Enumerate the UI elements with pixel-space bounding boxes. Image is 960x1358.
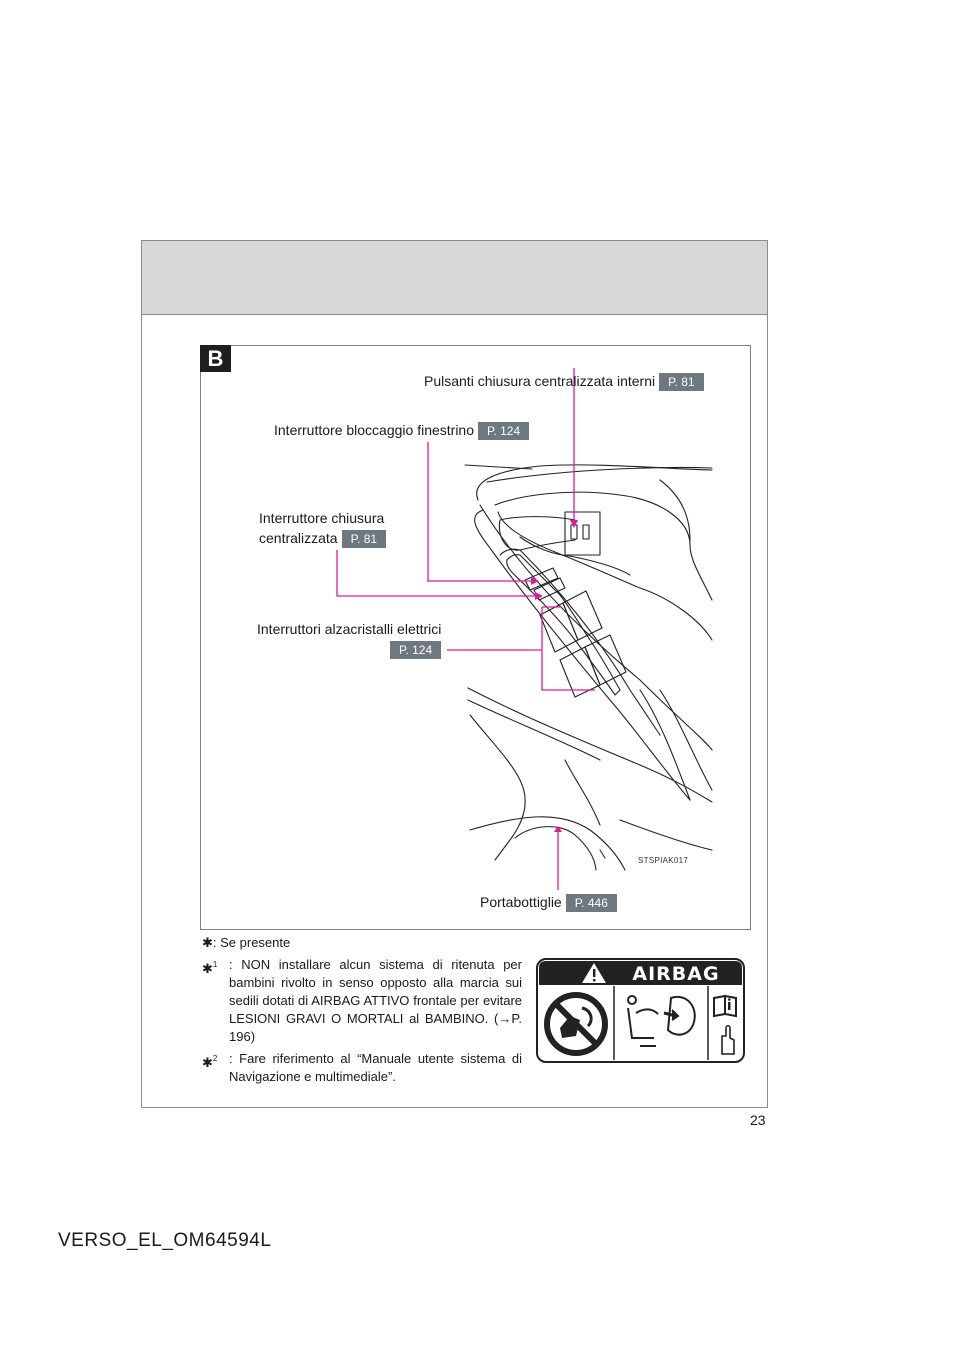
airbag-deploy-icon — [627, 995, 696, 1047]
page-ref-tag[interactable]: P. 124 — [390, 641, 442, 659]
page-ref-tag[interactable]: P. 124 — [478, 422, 530, 441]
warning-triangle-icon — [582, 963, 606, 983]
airbag-title: AIRBAG — [632, 963, 719, 985]
callout-alzacristalli: Interruttori alzacristalli elettrici — [257, 621, 442, 637]
page-number: 23 — [750, 1112, 766, 1128]
page-frame — [141, 240, 768, 1108]
note-2: ✱2 : Fare riferimento al “Manuale utente… — [202, 1051, 522, 1084]
page-ref-tag[interactable]: P. 446 — [565, 894, 617, 913]
illustration-box — [200, 345, 751, 930]
page-ref-tag[interactable]: P. 81 — [341, 530, 387, 549]
no-rear-facing-child-seat-icon — [544, 992, 608, 1056]
header-band — [142, 241, 767, 315]
note-1: ✱1 : NON installare alcun sistema di rit… — [202, 957, 522, 1044]
image-code: STSPIAK017 — [638, 856, 689, 865]
note-star: ✱: Se presente — [202, 935, 291, 950]
page-ref-tag[interactable]: P. 81 — [659, 373, 704, 392]
read-manual-icon — [713, 994, 737, 1055]
callout-chiusura-line1: Interruttore chiusura — [259, 510, 385, 526]
section-badge: B — [200, 345, 231, 372]
document-code: VERSO_EL_OM64594L — [58, 1230, 272, 1251]
notes-block: ✱: Se presente ✱1 : NON installare alcun… — [202, 934, 522, 1090]
airbag-warning-label: AIRBAG — [536, 958, 745, 1063]
